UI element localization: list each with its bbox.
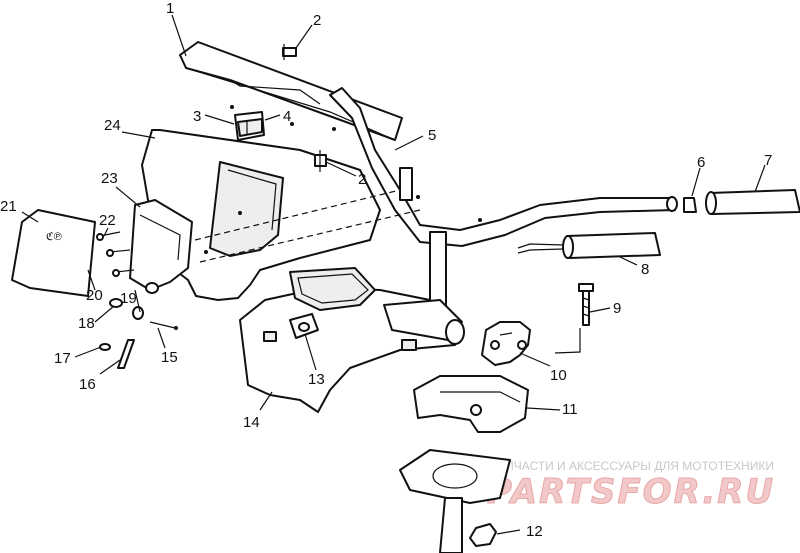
- callout-16: 16: [79, 376, 96, 393]
- callout-18: 18: [78, 315, 95, 332]
- callout-20: 20: [86, 287, 103, 304]
- callout-4: 4: [283, 108, 291, 125]
- part-cover-plate: ℭ℗: [11, 209, 96, 297]
- callout-13: 13: [308, 371, 325, 388]
- callout-2-top: 2: [313, 12, 321, 29]
- callout-15: 15: [161, 349, 178, 366]
- callout-21: 21: [0, 198, 17, 215]
- part-clamp-bolt: [578, 283, 594, 326]
- part-switch: [234, 111, 265, 141]
- part-steering-plate: [399, 449, 511, 553]
- callout-10: 10: [550, 367, 567, 384]
- part-upper-clamp: [481, 321, 531, 366]
- detail-dots: [204, 105, 482, 254]
- callout-6: 6: [697, 154, 705, 171]
- part-grip: [705, 189, 800, 215]
- callout-8: 8: [641, 261, 649, 278]
- callout-9: 9: [613, 300, 621, 317]
- callout-11: 11: [562, 401, 578, 418]
- watermark-logo: PARTSFOR.RU: [487, 472, 775, 512]
- callout-17: 17: [54, 350, 71, 367]
- callout-7: 7: [764, 152, 772, 169]
- part-console: [141, 129, 421, 301]
- callout-2-lower: 2: [358, 171, 366, 188]
- callout-19: 19: [120, 290, 137, 307]
- callout-labels: 1 2 2 3 4 5 6 7 8 9 10 11 12 13 14 15 16…: [0, 0, 772, 540]
- part-heated-grip: [517, 232, 661, 259]
- callout-14: 14: [243, 414, 260, 431]
- callout-22: 22: [99, 212, 116, 229]
- callout-12: 12: [526, 523, 543, 540]
- part-clip: [289, 313, 319, 339]
- callout-23: 23: [101, 170, 118, 187]
- part-lower-clamp: [413, 375, 529, 433]
- callout-1: 1: [166, 0, 174, 17]
- callout-5: 5: [428, 127, 436, 144]
- part-nut: [469, 523, 497, 547]
- part-bracket: [129, 199, 193, 294]
- part-spacer: [683, 197, 697, 213]
- cover-plate-mark: ℭ℗: [46, 231, 62, 243]
- part-cable-linkage: [99, 298, 178, 369]
- part-screws: [96, 231, 135, 277]
- watermark-caption: ЗАПЧАСТИ И АКСЕССУАРЫ ДЛЯ МОТОТЕХНИКИ: [490, 459, 774, 473]
- callout-3: 3: [193, 108, 201, 125]
- part-handlebar: [329, 87, 678, 311]
- part-bolts: [282, 44, 327, 172]
- callout-24: 24: [104, 117, 121, 134]
- watermark: ЗАПЧАСТИ И АКСЕССУАРЫ ДЛЯ МОТОТЕХНИКИ PA…: [487, 459, 775, 513]
- leader-lines: [21, 14, 766, 535]
